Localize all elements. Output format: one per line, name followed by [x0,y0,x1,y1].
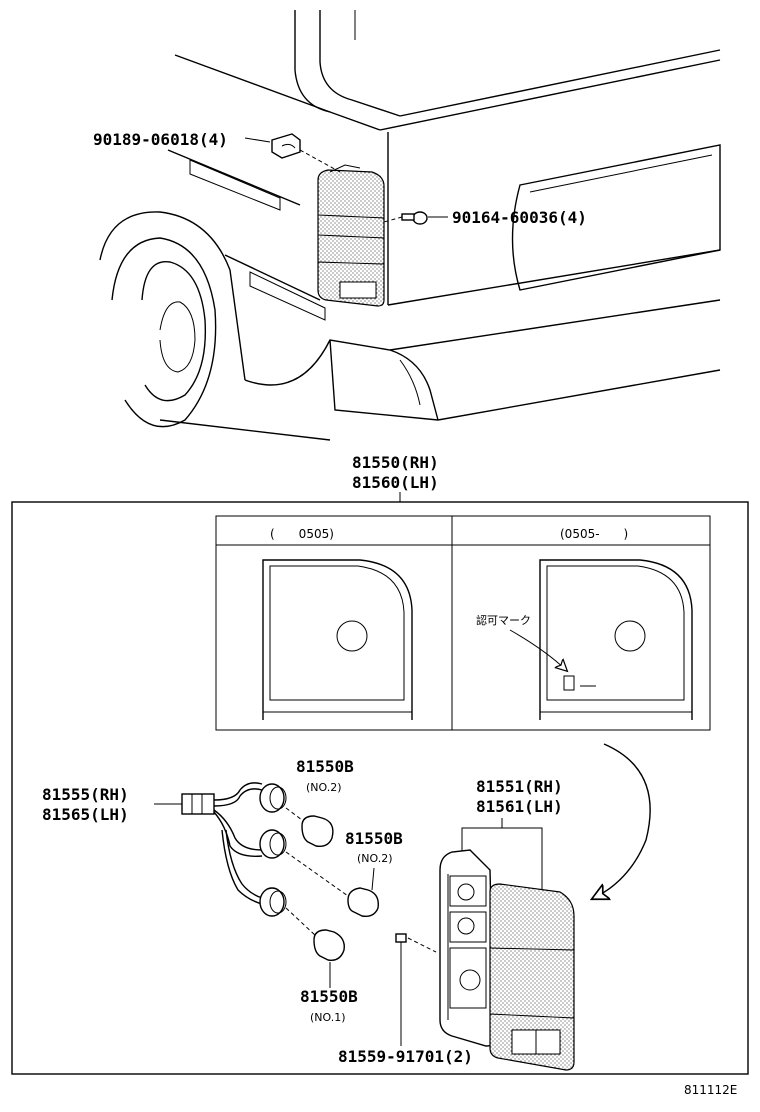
bulb-icon [285,851,379,918]
socket-icon [259,887,287,917]
socket-wire-harness [181,782,287,917]
lens-screw-label: 81559-91701(2) [338,1047,473,1066]
lens-rh-label: 81551(RH) [476,777,563,796]
connector-icon [181,793,215,815]
bulb-mid-label: 81550B [345,829,403,848]
assembly-frame [11,501,749,1075]
lamp-lens [489,883,575,1071]
variant-table: ( 0505) (0505- ) 認可マーク [215,515,711,731]
variant-left-header: ( 0505) [270,527,334,541]
clip-part-label: 90189-06018(4) [93,130,228,149]
bulb-bottom-note: (NO.1) [310,1011,346,1024]
vehicle-rear-view [99,10,721,441]
approval-mark-label: 認可マーク [476,613,531,627]
socket-rh-label: 81555(RH) [42,785,129,804]
lamp-assy-lh-label: 81560(LH) [352,473,439,492]
bulb-bottom-label: 81550B [300,987,358,1006]
vehicle-tail-lamp [317,164,385,307]
lamp-assy-rh-label: 81550(RH) [352,453,439,472]
screw-icon [395,933,437,1046]
figure-code: 811112E [684,1083,737,1097]
bulb-icon [285,907,345,961]
lamp-housing [439,849,495,1047]
variant-right-header: (0505- ) [560,527,628,541]
screw-icon [383,211,428,225]
screw-part-label: 90164-60036(4) [452,208,587,227]
socket-icon [259,829,287,859]
bulb-top-label: 81550B [296,757,354,776]
curved-arrow [594,743,651,898]
socket-lh-label: 81565(LH) [42,805,129,824]
bulb-icon [285,807,334,848]
bulb-mid-note: (NO.2) [357,852,393,865]
socket-icon [259,783,287,813]
bulb-top-note: (NO.2) [306,781,342,794]
clip-icon [271,133,341,173]
lens-lh-label: 81561(LH) [476,797,563,816]
